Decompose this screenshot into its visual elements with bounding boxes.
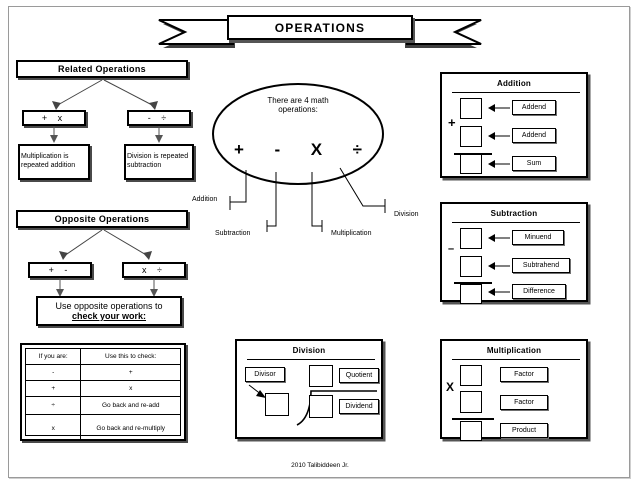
operation-leader-lines-icon: [229, 167, 386, 232]
addition-arrows-icon: [488, 104, 510, 168]
division-title: Division: [292, 346, 326, 355]
division-divisor-box: [265, 393, 289, 416]
addition-sign: +: [448, 115, 456, 130]
division-panel: Division Divisor Quotient Dividend: [235, 339, 383, 439]
table-row: Go back and re-add: [81, 397, 180, 415]
center-line1: There are 4 math: [267, 96, 329, 105]
division-label-divisor: Divisor: [245, 367, 285, 382]
ribbon-shape-icon: [158, 19, 482, 48]
subtraction-difference-box: [460, 284, 482, 304]
subtraction-minuend-box: [460, 228, 482, 249]
center-symbol-subtraction: -: [274, 140, 281, 159]
table-row: ÷: [26, 397, 82, 415]
related-right-text-box: Division is repeated subtraction: [124, 144, 194, 180]
multiplication-sign: X: [446, 380, 455, 394]
opposite-left-ops-box: + -: [28, 262, 92, 278]
division-divisor-arrow-icon: [248, 384, 266, 398]
subtraction-title: Subtraction: [490, 209, 538, 218]
addition-panel: Addition + Addend Addend Sum: [440, 72, 588, 178]
center-line2: operations:: [278, 105, 318, 114]
subtraction-subtrahend-box: [460, 256, 482, 277]
check-table: If you are: Use this to check: - + + x ÷…: [20, 343, 186, 441]
related-right-text: Division is repeated subtraction: [127, 153, 189, 169]
opposite-left-ops: + -: [48, 265, 72, 275]
subtraction-panel: Subtraction – Minuend Subtrahend Differe…: [440, 202, 588, 304]
multiplication-title-rule: [452, 359, 580, 360]
table-row: x: [81, 381, 180, 397]
division-label-dividend: Dividend: [339, 399, 379, 414]
page-border: [8, 6, 630, 478]
opposite-operations-heading-box: Opposite Operations: [16, 210, 188, 228]
multiplication-label-factor1: Factor: [500, 367, 548, 382]
opposite-right-ops-box: x ÷: [122, 262, 186, 278]
center-symbols-row: + - X ÷: [234, 140, 362, 160]
table-row: x: [26, 415, 82, 441]
related-operations-heading-box: Related Operations: [16, 60, 188, 78]
related-right-ops: - ÷: [147, 113, 171, 123]
check-table-inner: If you are: Use this to check: - + + x ÷…: [25, 348, 181, 441]
addition-addend2-box: [460, 126, 482, 147]
subtraction-label-subtrahend: Subtrahend: [512, 258, 570, 273]
subtraction-label-difference: Difference: [512, 284, 566, 299]
check-table-header-0: If you are:: [26, 349, 82, 365]
label-subtraction: Subtraction: [215, 230, 251, 237]
center-symbol-division: ÷: [352, 140, 362, 159]
table-row: Go back and re-multiply: [96, 424, 166, 432]
label-multiplication: Multiplication: [331, 230, 372, 237]
check-table-header-1: Use this to check:: [81, 349, 180, 365]
opposite-right-ops: x ÷: [142, 265, 166, 275]
footer-credit: 2010 Talibiddeen Jr.: [291, 462, 349, 469]
multiplication-label-product: Product: [500, 423, 548, 438]
multiplication-factor1-box: [460, 365, 482, 386]
title-banner: OPERATIONS: [155, 12, 485, 50]
title-plate: OPERATIONS: [227, 15, 413, 40]
subtraction-title-rule: [452, 222, 580, 223]
check-your-work-line2: check your work:: [71, 311, 147, 321]
center-oval-text: There are 4 math operations:: [212, 96, 384, 114]
multiplication-product-box: [460, 421, 482, 441]
label-addition: Addition: [192, 196, 218, 203]
addition-label-addend1: Addend: [512, 100, 556, 115]
related-down-arrows-icon: [50, 126, 163, 143]
multiplication-panel: Multiplication X Factor Factor Product: [440, 339, 588, 441]
center-oval-shape: [212, 83, 384, 185]
addition-label-sum: Sum: [512, 156, 556, 171]
page-title: OPERATIONS: [274, 20, 366, 35]
multiplication-label-factor2: Factor: [500, 395, 548, 410]
division-quotient-box: [309, 365, 333, 387]
related-branch-arrows-icon: [52, 79, 158, 110]
table-row: -: [26, 365, 82, 381]
related-operations-heading: Related Operations: [58, 64, 146, 74]
division-title-rule: [247, 359, 375, 360]
subtraction-label-minuend: Minuend: [512, 230, 564, 245]
subtraction-sign: –: [448, 243, 455, 255]
addition-title: Addition: [496, 79, 532, 88]
related-right-ops-box: - ÷: [127, 110, 191, 126]
addition-sum-box: [460, 154, 482, 174]
table-row: +: [26, 381, 82, 397]
division-label-quotient: Quotient: [339, 368, 379, 383]
addition-label-addend2: Addend: [512, 128, 556, 143]
addition-title-rule: [452, 92, 580, 93]
opposite-branch-arrows-icon: [59, 229, 152, 260]
addition-addend1-box: [460, 98, 482, 119]
opposite-operations-heading: Opposite Operations: [54, 214, 150, 224]
label-division: Division: [394, 211, 419, 218]
center-symbol-addition: +: [234, 140, 244, 159]
subtraction-arrows-icon: [488, 234, 510, 296]
table-row: +: [81, 365, 180, 381]
check-your-work-box: Use opposite operations to check your wo…: [36, 296, 182, 326]
opposite-down-arrows-icon: [56, 278, 158, 297]
center-symbol-multiplication: X: [310, 140, 323, 159]
related-left-ops-box: + x: [22, 110, 86, 126]
division-dividend-box: [309, 395, 333, 418]
multiplication-product-rule: [452, 418, 494, 420]
multiplication-factor2-box: [460, 391, 482, 413]
multiplication-title: Multiplication: [486, 346, 542, 355]
related-left-ops: + x: [41, 113, 67, 123]
related-left-text-box: Multiplication is repeated addition: [18, 144, 90, 180]
subtraction-difference-rule: [454, 282, 492, 284]
check-your-work-line1: Use opposite operations to: [55, 301, 163, 311]
related-left-text: Multiplication is repeated addition: [21, 153, 76, 169]
